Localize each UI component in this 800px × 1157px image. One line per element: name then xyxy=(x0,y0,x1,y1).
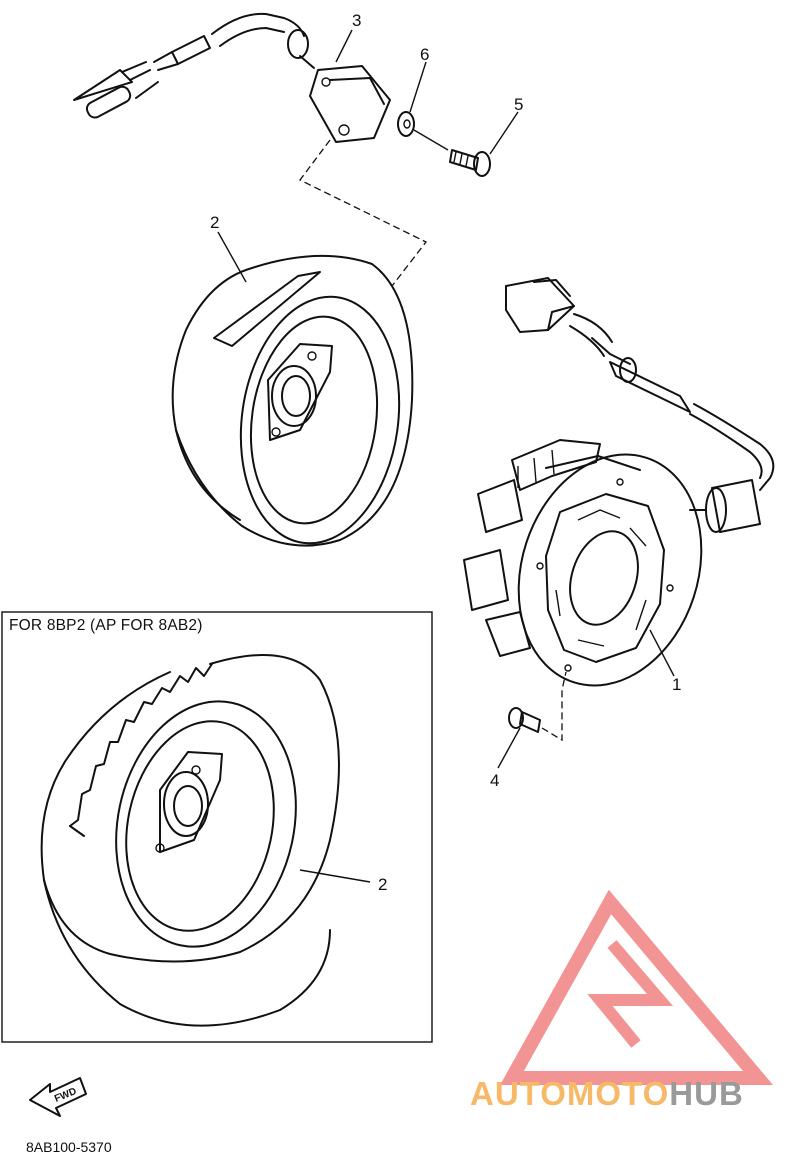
fwd-arrow-icon: FWD xyxy=(29,1077,87,1117)
brand-text-b: HUB xyxy=(669,1075,744,1112)
callout-2-main: 2 xyxy=(210,213,219,232)
callout-2-inset: 2 xyxy=(378,875,387,894)
part-code: 8AB100-5370 xyxy=(26,1139,112,1155)
callout-1: 1 xyxy=(672,675,681,694)
callout-6: 6 xyxy=(420,45,429,64)
callout-4: 4 xyxy=(490,771,499,790)
rotor-flywheel-inset xyxy=(40,654,371,1027)
inset-label: FOR 8BP2 (AP FOR 8AB2) xyxy=(9,617,203,634)
callout-5: 5 xyxy=(514,95,523,114)
watermark-logo-icon xyxy=(500,889,774,1085)
washer-part xyxy=(397,61,427,137)
stator-assembly xyxy=(463,277,775,687)
callout-3: 3 xyxy=(352,11,361,30)
pickup-coil-assembly xyxy=(73,12,391,143)
inset-frame xyxy=(1,611,433,1043)
brand-text-a: AUTOMOTO xyxy=(470,1075,670,1112)
screw-part xyxy=(413,111,519,177)
watermark-brand-text: AUTOMOTOHUB xyxy=(470,1075,744,1113)
stator-screw xyxy=(497,671,567,769)
rotor-flywheel xyxy=(171,231,414,547)
